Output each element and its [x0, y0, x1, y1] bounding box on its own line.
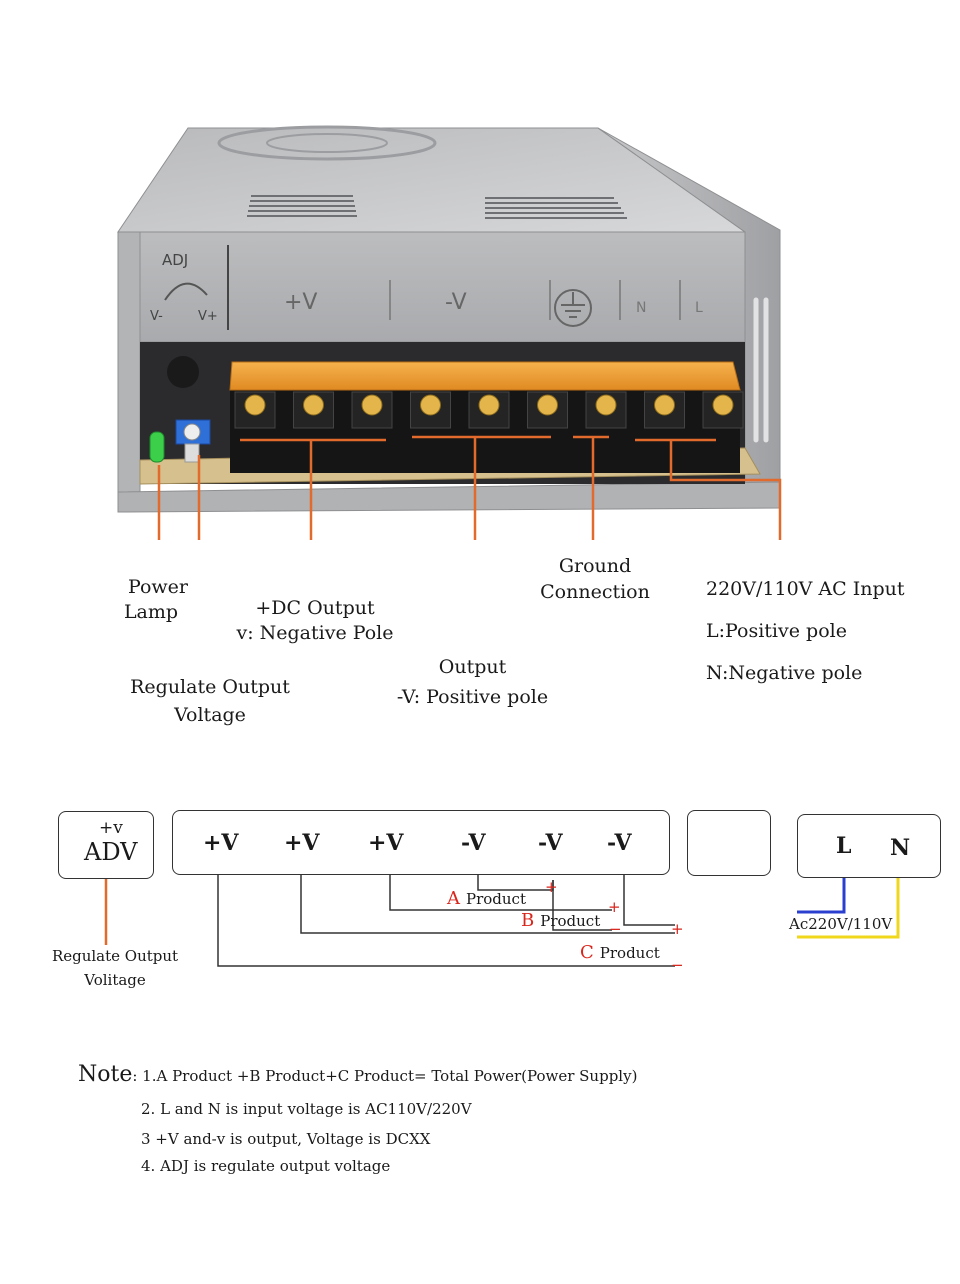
terminal-screw: [712, 394, 734, 416]
vent-right: [485, 197, 627, 219]
ac-voltage-label: Ac220V/110V: [789, 915, 893, 933]
terminal-pos-1: +V: [203, 830, 239, 856]
note-title: Note: [78, 1062, 133, 1087]
terminal-screw: [420, 394, 441, 416]
panel-adj: ADJ: [162, 251, 188, 269]
panel-v-minus: V-: [150, 309, 163, 324]
minus-c: −: [671, 956, 684, 974]
product-b-text: Product: [540, 912, 601, 930]
terminal-neg-2: -V: [538, 830, 563, 856]
terminal-screw: [244, 394, 266, 416]
product-c-text: Product: [599, 944, 660, 962]
terminal-screw: [478, 394, 500, 416]
ln-n-label: N: [890, 835, 911, 861]
terminal-screw: [303, 394, 324, 416]
terminal-screw: [595, 394, 617, 416]
terminal-screw: [654, 394, 675, 416]
terminal-neg-1: -V: [461, 830, 486, 856]
terminal-box: [172, 810, 670, 875]
terminal-neg-3: -V: [607, 830, 632, 856]
power-led: [149, 431, 165, 463]
product-a-text: Product: [466, 890, 526, 908]
ac-yellow-wire: [797, 864, 900, 939]
label-output: Output-V: Positive pole: [396, 656, 549, 708]
note-line-1: Note: 1.A Product +B Product+C Product= …: [78, 1062, 638, 1087]
product-a-letter: A: [447, 888, 460, 909]
panel-neg: -V: [445, 290, 467, 315]
adv-top-label: +v: [99, 818, 123, 838]
note-line-4: 4. ADJ is regulate output voltage: [141, 1157, 391, 1175]
terminal-screw: [361, 394, 383, 416]
vent-left: [247, 195, 357, 217]
panel-pos: +V: [284, 290, 317, 315]
power-supply-illustration: ADJ V- V+ +V -V N L: [117, 125, 782, 540]
product-c: C Product: [580, 942, 660, 963]
note-line-3: 3 +V and-v is output, Voltage is DCXX: [141, 1130, 431, 1148]
panel-v-plus: V+: [198, 309, 218, 324]
terminal-pos-2: +V: [284, 830, 320, 856]
plus-c: +: [671, 920, 684, 938]
panel-n: N: [636, 300, 646, 316]
plus-a: +: [545, 878, 558, 896]
product-b: B Product: [521, 910, 600, 931]
ln-l-label: L: [836, 833, 852, 859]
adv-box: +v ADV: [58, 811, 154, 879]
callout-lines-photo: [157, 435, 782, 540]
ln-box: L N: [797, 814, 941, 878]
adv-main-label: ADV: [84, 838, 138, 866]
terminal-pos-3: +V: [368, 830, 404, 856]
ground-box: [687, 810, 771, 876]
minus-b: −: [609, 920, 622, 938]
terminal-screw: [537, 394, 558, 416]
plus-b: +: [608, 898, 621, 916]
terminal-screws: [234, 391, 744, 429]
product-b-letter: B: [521, 910, 535, 931]
product-c-letter: C: [580, 942, 594, 963]
product-a: A Product: [447, 888, 526, 909]
ac-blue-wire: [797, 864, 846, 914]
orange-cover: [229, 361, 741, 391]
note-line-2: 2. L and N is input voltage is AC110V/22…: [141, 1100, 472, 1118]
adjust-potentiometer: [183, 423, 201, 441]
panel-l: L: [695, 300, 703, 316]
